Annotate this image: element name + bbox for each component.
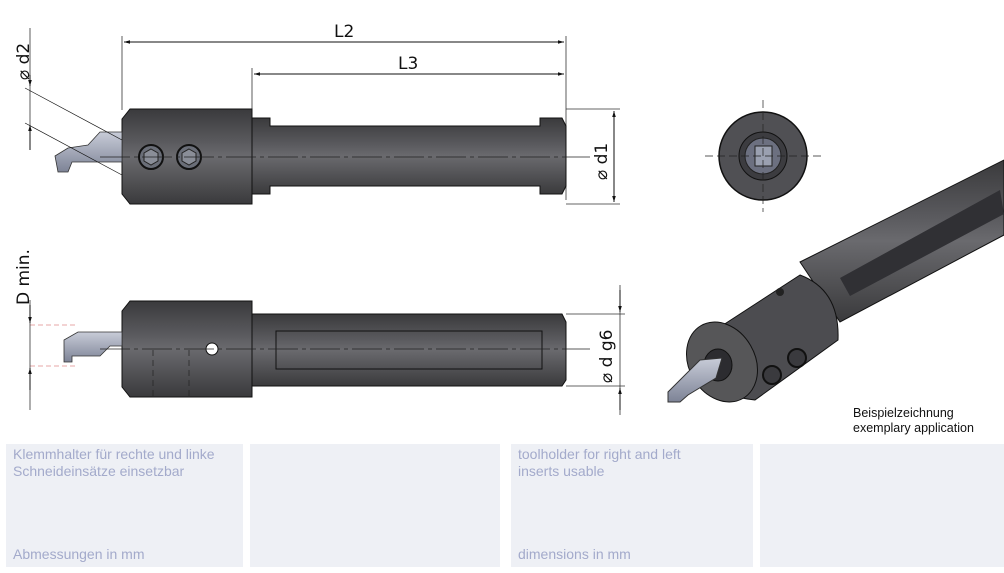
caption-en: exemplary application xyxy=(853,421,974,435)
top-view: L2 L3 ⌀ d1 ⌀ d2 xyxy=(14,22,620,205)
isometric-view xyxy=(667,159,1004,403)
en-description-line2: inserts usable xyxy=(518,463,605,479)
example-caption: Beispielzeichnung exemplary application xyxy=(853,406,974,436)
end-view xyxy=(705,100,822,212)
dim-d1: ⌀ d1 xyxy=(592,143,612,180)
panel-english: toolholder for right and left inserts us… xyxy=(511,444,753,567)
dim-Dmin: D min. xyxy=(14,249,34,305)
dim-L3: L3 xyxy=(398,54,418,74)
de-description-line2: Schneideinsätze einsetzbar xyxy=(13,463,185,479)
side-view: D min. ⌀ d g6 xyxy=(14,249,625,415)
de-description-line1: Klemmhalter für rechte und linke xyxy=(13,446,215,462)
en-description-line1: toolholder for right and left xyxy=(518,446,681,462)
dim-L2: L2 xyxy=(334,22,354,42)
dim-dg6: ⌀ d g6 xyxy=(597,330,617,383)
panel-german: Klemmhalter für rechte und linke Schneid… xyxy=(6,444,243,567)
caption-de: Beispielzeichnung xyxy=(853,406,954,420)
de-units: Abmessungen in mm xyxy=(13,546,145,562)
en-units: dimensions in mm xyxy=(518,546,631,562)
panel-empty-1 xyxy=(250,444,500,567)
dim-d2: ⌀ d2 xyxy=(14,43,34,80)
panel-empty-2 xyxy=(760,444,1004,567)
